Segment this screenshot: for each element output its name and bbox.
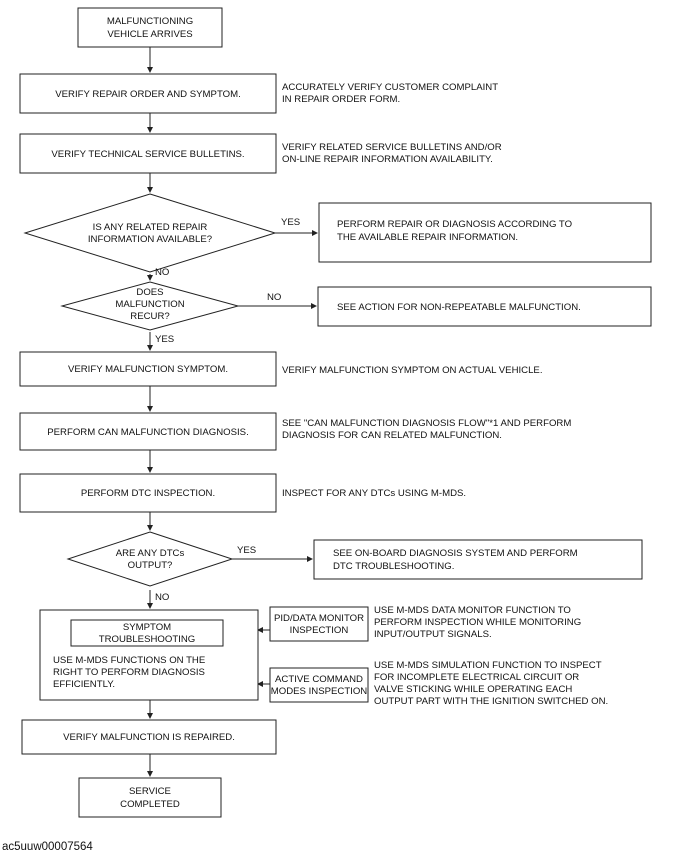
decision-recur: DOES MALFUNCTION RECUR? [60,281,240,331]
verify-repaired-box: VERIFY MALFUNCTION IS REPAIRED. [21,719,277,755]
dtc-inspection-box: PERFORM DTC INSPECTION. [19,473,277,513]
end-line-2: COMPLETED [120,799,180,810]
perform-repair-box: PERFORM REPAIR OR DIAGNOSIS ACCORDING TO… [318,202,652,263]
decision-recur-line-3: RECUR? [130,311,169,322]
symptom-text-line-1: USE M-MDS FUNCTIONS ON THE [53,655,205,666]
start-line-1: MALFUNCTIONING [107,16,193,27]
active-box-line-1: ACTIVE COMMAND [275,674,363,685]
pid-box-line-1: PID/DATA MONITOR [274,613,364,624]
active-command-box: ACTIVE COMMAND MODES INSPECTION [269,667,369,703]
label-yes-recur: YES [155,334,174,345]
symptom-troubleshooting-title-box [70,619,224,647]
verify-tsb-note-1: VERIFY RELATED SERVICE BULLETINS AND/OR [282,142,502,153]
pid-note-line-2: PERFORM INSPECTION WHILE MONITORING [374,617,581,628]
obd-line-1: SEE ON-BOARD DIAGNOSIS SYSTEM AND PERFOR… [333,548,578,559]
label-no-repair-info: NO [155,267,169,278]
connectors [147,47,318,777]
label-yes-dtcs: YES [237,545,256,556]
non-repeatable-box: SEE ACTION FOR NON-REPEATABLE MALFUNCTIO… [317,286,652,327]
start-box: MALFUNCTIONING VEHICLE ARRIVES [77,7,223,48]
decision-dtcs-line-1: ARE ANY DTCs [116,548,185,559]
symptom-text-line-3: EFFICIENTLY. [53,679,115,690]
can-diagnosis-box: PERFORM CAN MALFUNCTION DIAGNOSIS. [19,412,277,451]
pid-note-line-3: INPUT/OUTPUT SIGNALS. [374,629,492,640]
verify-tsb-label: VERIFY TECHNICAL SERVICE BULLETINS. [51,149,244,160]
verify-symptom-note: VERIFY MALFUNCTION SYMPTOM ON ACTUAL VEH… [282,365,543,376]
decision-recur-line-1: DOES [136,287,163,298]
verify-repair-order-note-2: IN REPAIR ORDER FORM. [282,94,400,105]
obd-box: SEE ON-BOARD DIAGNOSIS SYSTEM AND PERFOR… [313,539,643,580]
non-repeatable-label: SEE ACTION FOR NON-REPEATABLE MALFUNCTIO… [337,302,581,313]
dtc-inspection-label: PERFORM DTC INSPECTION. [81,488,215,499]
verify-repair-order-label: VERIFY REPAIR ORDER AND SYMPTOM. [55,89,241,100]
label-no-recur: NO [267,292,281,303]
end-line-1: SERVICE [129,786,171,797]
obd-line-2: DTC TROUBLESHOOTING. [333,561,454,572]
decision-repair-info: IS ANY RELATED REPAIR INFORMATION AVAILA… [23,193,277,273]
dtc-inspection-note: INSPECT FOR ANY DTCs USING M-MDS. [282,488,466,499]
perform-repair-line-2: THE AVAILABLE REPAIR INFORMATION. [337,232,518,243]
figure-caption: ac5uuw00007564 [2,841,93,853]
decision-dtcs-line-2: OUTPUT? [128,560,173,571]
can-diagnosis-label: PERFORM CAN MALFUNCTION DIAGNOSIS. [47,427,248,438]
verify-repair-order-note-1: ACCURATELY VERIFY CUSTOMER COMPLAINT [282,82,498,93]
active-note-line-1: USE M-MDS SIMULATION FUNCTION TO INSPECT [374,660,602,671]
verify-symptom-box: VERIFY MALFUNCTION SYMPTOM. [19,351,277,387]
pid-monitor-box: PID/DATA MONITOR INSPECTION [269,606,369,642]
verify-repaired-label: VERIFY MALFUNCTION IS REPAIRED. [63,732,235,743]
can-diagnosis-note-1: SEE "CAN MALFUNCTION DIAGNOSIS FLOW"*1 A… [282,418,571,429]
can-diagnosis-note-2: DIAGNOSIS FOR CAN RELATED MALFUNCTION. [282,430,502,441]
verify-tsb-box: VERIFY TECHNICAL SERVICE BULLETINS. [19,133,277,174]
label-no-dtcs: NO [155,592,169,603]
decision-dtcs: ARE ANY DTCs OUTPUT? [66,531,234,587]
verify-symptom-label: VERIFY MALFUNCTION SYMPTOM. [68,364,228,375]
verify-repair-order-box: VERIFY REPAIR ORDER AND SYMPTOM. [19,73,277,114]
active-note-line-2: FOR INCOMPLETE ELECTRICAL CIRCUIT OR [374,672,579,683]
symptom-text-line-2: RIGHT TO PERFORM DIAGNOSIS [53,667,205,678]
decision-repair-info-line-1: IS ANY RELATED REPAIR [93,222,208,233]
symptom-troubleshooting-box: SYMPTOM TROUBLESHOOTING USE M-MDS FUNCTI… [39,609,259,701]
start-line-2: VEHICLE ARRIVES [107,29,192,40]
active-box-line-2: MODES INSPECTION [271,686,368,697]
verify-tsb-note-2: ON-LINE REPAIR INFORMATION AVAILABILITY. [282,154,493,165]
decision-repair-info-line-2: INFORMATION AVAILABLE? [88,234,212,245]
active-note-line-3: VALVE STICKING WHILE OPERATING EACH [374,684,572,695]
end-box: SERVICE COMPLETED [78,777,222,818]
label-yes-repair-info: YES [281,217,300,228]
symptom-title-line-1: SYMPTOM [123,622,171,633]
decision-recur-line-2: MALFUNCTION [115,299,184,310]
active-note-line-4: OUTPUT PART WITH THE IGNITION SWITCHED O… [374,696,608,707]
symptom-title-line-2: TROUBLESHOOTING [99,634,195,645]
pid-box-line-2: INSPECTION [290,625,349,636]
perform-repair-line-1: PERFORM REPAIR OR DIAGNOSIS ACCORDING TO [337,219,572,230]
pid-note-line-1: USE M-MDS DATA MONITOR FUNCTION TO [374,605,571,616]
